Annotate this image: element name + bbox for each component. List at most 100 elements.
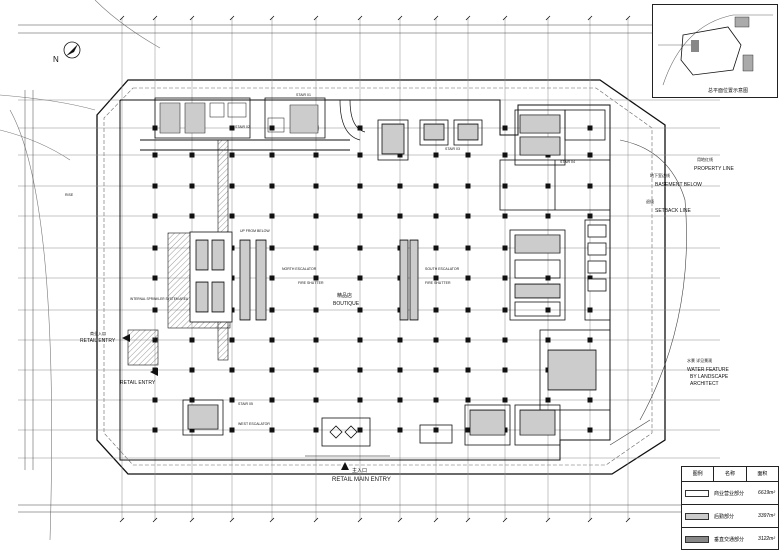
structural-column xyxy=(465,152,471,158)
structural-column xyxy=(465,307,471,313)
structural-column xyxy=(269,125,275,131)
structural-column xyxy=(152,213,158,219)
structural-column xyxy=(229,213,235,219)
structural-column xyxy=(357,397,363,403)
structural-column xyxy=(357,367,363,373)
structural-column xyxy=(269,367,275,373)
structural-column xyxy=(545,183,551,189)
structural-column xyxy=(189,152,195,158)
structural-column xyxy=(229,125,235,131)
site-location-minimap: 总平面位置示意图 xyxy=(652,4,778,98)
structural-column xyxy=(587,183,593,189)
property-line-cn: 用地红线 xyxy=(697,156,713,162)
legend-name: 垂直交通部分 xyxy=(714,536,745,543)
dimension-tick xyxy=(152,517,158,523)
minimap-drawing: 总平面位置示意图 xyxy=(658,14,773,94)
water-feature-label-2: BY LANDSCAPE xyxy=(690,374,729,380)
north-label: N xyxy=(53,55,59,64)
stair-label-b: STAIR 02 xyxy=(235,125,250,129)
structural-column xyxy=(502,367,508,373)
dimension-tick xyxy=(357,517,363,523)
sprinkler-label: INTERNAL SPRINKLER SYSTEM AREA xyxy=(130,297,189,301)
structural-column xyxy=(465,427,471,433)
structural-column xyxy=(357,183,363,189)
structural-column xyxy=(357,213,363,219)
structural-column xyxy=(433,275,439,281)
west-escalator-label: WEST ESCALATOR xyxy=(238,422,270,426)
dimension-tick xyxy=(189,517,195,523)
legend-name: 商业营业部分 xyxy=(714,490,745,497)
rise-label: RISE xyxy=(65,193,74,197)
structural-column xyxy=(465,275,471,281)
dimension-tick xyxy=(119,15,125,21)
water-feature-label-1: WATER FEATURE xyxy=(687,367,730,373)
structural-column xyxy=(269,337,275,343)
structural-column xyxy=(313,245,319,251)
legend-area: 3397m² xyxy=(758,513,775,519)
fire-shutter-label-1: FIRE SHUTTER xyxy=(298,281,324,285)
dimension-tick xyxy=(269,15,275,21)
structural-column xyxy=(357,125,363,131)
structural-column xyxy=(502,213,508,219)
structural-column xyxy=(433,307,439,313)
structural-column xyxy=(152,275,158,281)
structural-column xyxy=(465,183,471,189)
structural-column xyxy=(587,307,593,313)
structural-column xyxy=(433,337,439,343)
dimension-lines xyxy=(18,15,700,523)
structural-column xyxy=(357,337,363,343)
southwest-stair xyxy=(182,399,224,436)
structural-column xyxy=(229,337,235,343)
structural-column xyxy=(502,152,508,158)
entry-arrows xyxy=(122,334,349,470)
structural-column xyxy=(502,337,508,343)
structural-column xyxy=(357,427,363,433)
stair-label-d: STAIR 04 xyxy=(560,160,575,164)
south-escalator-label: SOUTH ESCALATOR xyxy=(425,267,460,271)
structural-column xyxy=(502,275,508,281)
site-road-curves xyxy=(0,0,161,541)
structural-column xyxy=(229,152,235,158)
structural-column xyxy=(152,307,158,313)
structural-column xyxy=(357,307,363,313)
structural-column xyxy=(313,307,319,313)
dimension-tick xyxy=(625,517,631,523)
structural-column xyxy=(313,213,319,219)
structural-column xyxy=(545,397,551,403)
structural-column xyxy=(152,427,158,433)
stair-label-e: STAIR 05 xyxy=(238,402,253,406)
dimension-tick xyxy=(625,15,631,21)
boutique-label: BOUTIQUE xyxy=(333,301,360,307)
legend-row: 商业营业部分 6619m² xyxy=(682,482,778,505)
structural-column xyxy=(357,152,363,158)
structural-column xyxy=(229,183,235,189)
structural-column xyxy=(313,427,319,433)
plan-labels: 精品店 BOUTIQUE 主入口 RETAIL MAIN ENTRY RETAI… xyxy=(65,93,734,483)
legend-header-name: 名称 xyxy=(714,467,747,481)
building-walls xyxy=(119,99,611,461)
dimension-tick xyxy=(189,15,195,21)
legend-swatch xyxy=(685,512,709,520)
fire-shutter-label-2: FIRE SHUTTER xyxy=(425,281,451,285)
structural-column xyxy=(229,367,235,373)
structural-column xyxy=(189,427,195,433)
north-arrow-icon xyxy=(63,41,81,59)
structural-column xyxy=(587,337,593,343)
structural-column xyxy=(269,183,275,189)
basement-below-label: BASEMENT BELOW xyxy=(655,182,702,188)
north-service-core xyxy=(154,97,326,139)
structural-column xyxy=(587,275,593,281)
stair-label-c: STAIR 03 xyxy=(445,147,460,151)
dimension-tick xyxy=(397,15,403,21)
dimension-tick xyxy=(397,517,403,523)
legend-header-area: 面积 xyxy=(757,471,768,477)
structural-column xyxy=(502,307,508,313)
structural-column xyxy=(502,397,508,403)
structural-column xyxy=(313,337,319,343)
legend-area: 6619m² xyxy=(758,490,775,496)
structural-column xyxy=(502,245,508,251)
structural-column xyxy=(397,213,403,219)
structural-column xyxy=(269,397,275,403)
structural-column xyxy=(313,183,319,189)
structural-column xyxy=(545,213,551,219)
